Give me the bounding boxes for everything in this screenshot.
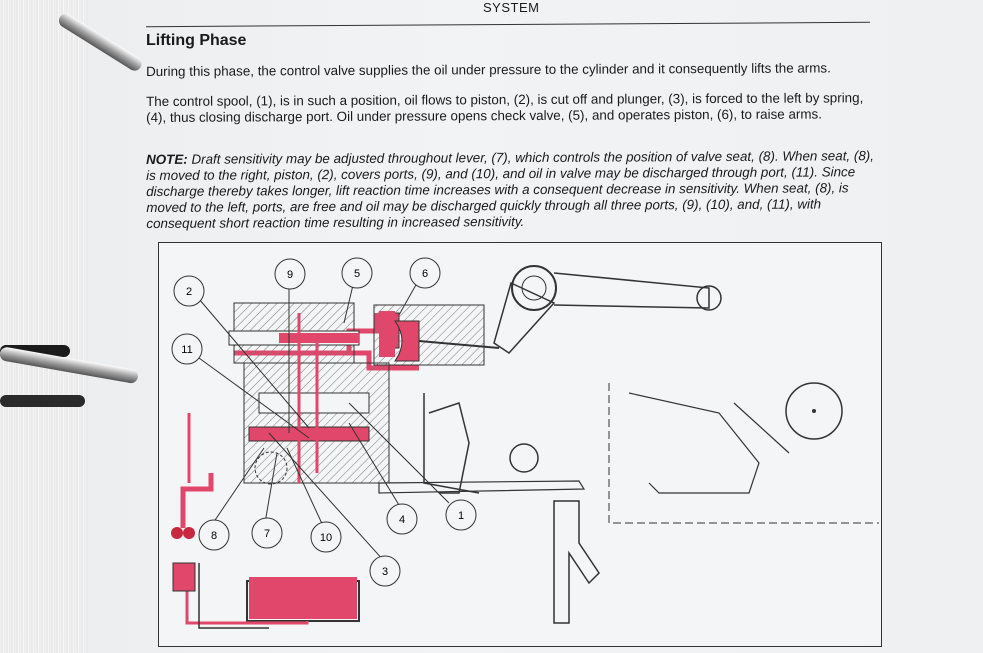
lift-arm-link [553,272,710,309]
leader-11 [198,357,310,439]
leader-lines [198,282,450,562]
callout-2-label: 2 [186,286,192,298]
inset-wheel-hub [812,409,816,413]
leader-8 [210,447,265,527]
callout-8-label: 8 [211,530,217,542]
draft-lever [428,402,470,494]
callout-5-label: 5 [354,268,360,280]
cylinder-oil [379,311,395,357]
tank-oil [249,577,357,619]
leader-6 [398,282,418,316]
inset-arm [733,402,790,454]
paragraph-2: The control spool, (1), is in such a pos… [146,90,864,125]
callout-4: 4 [386,503,418,535]
pump-port [171,527,183,539]
leader-3 [268,432,385,562]
leader-5 [343,284,354,324]
callout-8: 8 [198,519,230,551]
manual-page: SYSTEM Lifting Phase During this phase, … [88,0,983,653]
lever-pivot [254,451,288,485]
rockshaft-inner [521,275,547,301]
callout-11-label: 11 [181,344,192,356]
pressure-line [180,473,214,528]
binder-page-stack [0,0,88,653]
inset-frame [608,383,879,524]
hydraulic-diagram: 2 11 9 5 6 4 1 3 8 7 10 [158,242,882,647]
leader-4 [348,422,400,506]
control-spool [248,426,370,442]
page-title: Lifting Phase [146,32,247,49]
pump [172,562,196,592]
pump-port-2 [183,527,195,539]
callout-1: 1 [445,499,477,531]
diagram-svg: 2 11 9 5 6 4 1 3 8 7 10 [171,257,879,629]
callout-10: 10 [310,521,342,553]
callout-3: 3 [369,555,401,587]
binder-ring-shadow-2 [0,395,85,407]
leader-1 [348,402,450,504]
callout-4-label: 4 [399,514,405,526]
note-label: NOTE: [146,151,188,167]
callout-6: 6 [409,257,441,289]
return-line-2 [198,563,269,629]
callout-2: 2 [173,275,205,307]
inset-linkage [628,392,760,494]
callout-7: 7 [251,517,283,549]
callout-5: 5 [341,257,373,289]
rockshaft [511,265,557,311]
piston [394,320,420,362]
callout-6-label: 6 [422,268,428,280]
note-text: Draft sensitivity may be adjusted throug… [146,148,874,231]
callout-3-label: 3 [382,566,388,578]
callout-10-label: 10 [320,532,332,544]
leader-10 [286,447,325,529]
callout-9-label: 9 [287,269,293,281]
callout-1-label: 1 [458,510,464,522]
section-header: SYSTEM [483,0,540,15]
lift-arm [493,281,556,354]
return-line [185,583,309,625]
draft-rod [378,480,586,494]
draft-link [423,393,480,494]
hitch-bracket [553,500,600,624]
plunger-bore [258,392,370,414]
callout-11: 11 [171,333,203,365]
arm-end-pin [696,285,722,311]
inset-wheel [785,382,843,440]
paragraph-1: During this phase, the control valve sup… [146,60,831,79]
callout-7-label: 7 [264,528,270,540]
leader-2 [198,298,310,429]
callout-9: 9 [274,258,306,290]
draft-roller [509,443,539,473]
piston-rod [418,340,500,349]
note-paragraph: NOTE: Draft sensitivity may be adjusted … [146,148,876,232]
header-rule [146,21,870,28]
spool-oil [279,333,359,343]
leader-7 [264,452,278,524]
